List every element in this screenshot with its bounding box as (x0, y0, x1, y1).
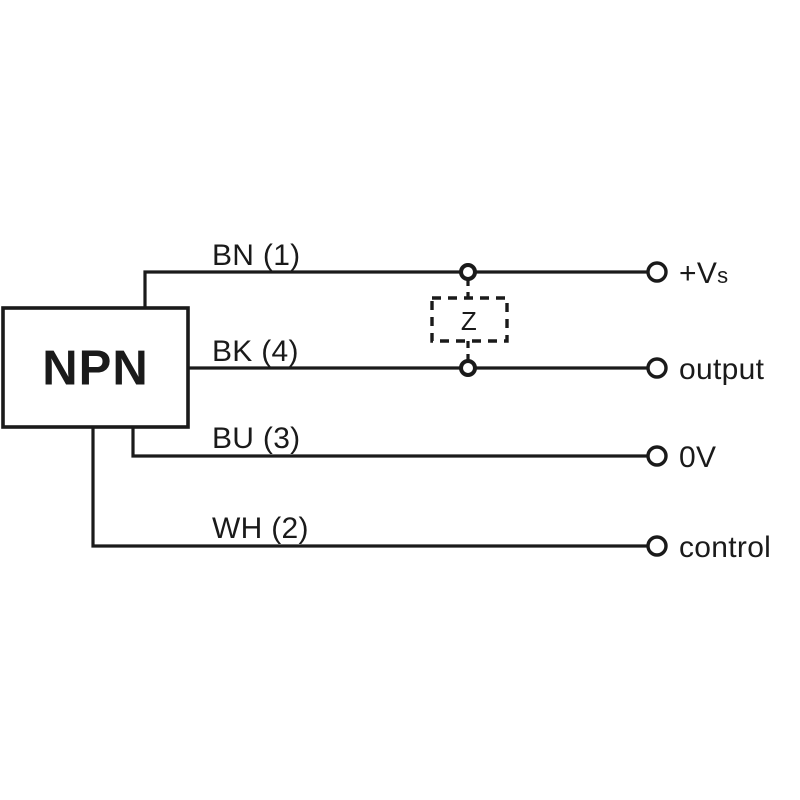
junction-dot-supply (459, 263, 477, 281)
npn-component-label: NPN (42, 342, 148, 396)
terminal-label-output: output (679, 353, 765, 386)
wire-bu (131, 425, 650, 458)
terminal-circle-output (646, 357, 668, 379)
npn-component-box (1, 306, 190, 429)
terminal-label-0v: 0V (679, 441, 716, 474)
terminal-label-control: control (679, 531, 771, 564)
terminal-circle-0v (646, 445, 668, 467)
terminal-circle-control (646, 535, 668, 557)
wire-label-bn: BN (1) (212, 239, 300, 272)
terminal-label-vs: +Vs (679, 257, 728, 290)
wire-label-group: BN (1) BK (4) BU (3) WH (2) (212, 239, 309, 545)
wire-label-bk: BK (4) (212, 335, 299, 368)
zener-protection-box (430, 296, 509, 343)
wire-label-bu: BU (3) (212, 422, 300, 455)
junction-group (459, 263, 477, 377)
terminal-group: +Vs output 0V control (646, 257, 771, 564)
junction-dot-output (459, 359, 477, 377)
terminal-label-vs-subscript: s (717, 263, 728, 288)
wire-wh (91, 425, 650, 548)
terminal-circle-vs (646, 261, 668, 283)
wire-label-wh: WH (2) (212, 512, 309, 545)
wire-bn (143, 270, 650, 307)
zener-label: Z (461, 306, 477, 336)
terminal-label-vs-main: +V (679, 257, 717, 290)
wire-group (91, 270, 650, 548)
